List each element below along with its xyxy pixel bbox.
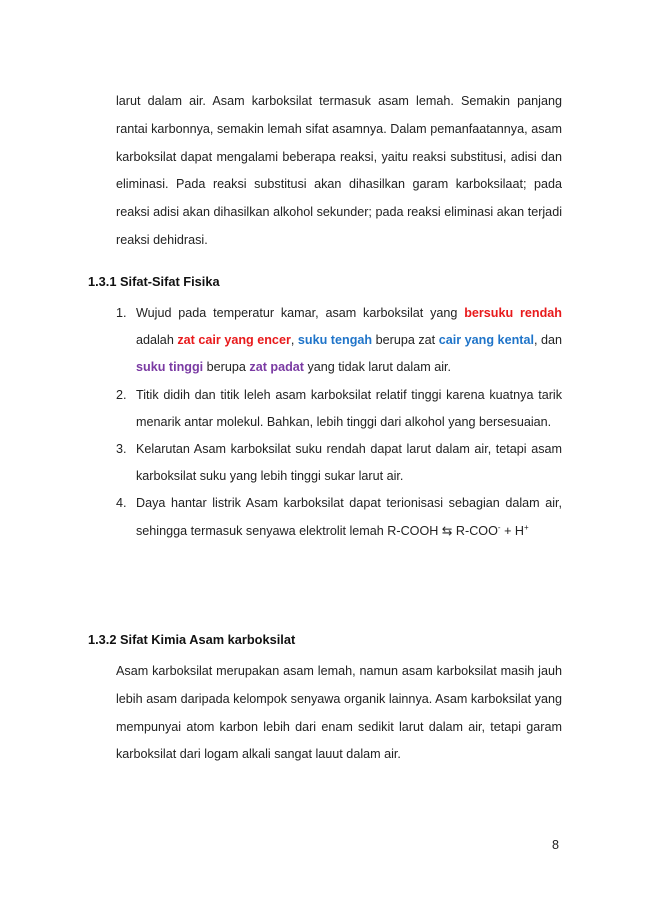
list-item: 2. Titik didih dan titik leleh asam karb… — [116, 382, 562, 436]
page-number: 8 — [552, 838, 560, 852]
item-text: Wujud pada temperatur kamar, asam karbok… — [136, 306, 465, 320]
highlight-blue: suku tengah — [297, 333, 373, 348]
highlight-blue: cair yang kental — [438, 333, 534, 348]
item-text: berupa zat — [372, 333, 439, 348]
section-heading-physical-properties: 1.3.1 Sifat-Sifat Fisika — [88, 274, 220, 289]
list-item-number: 1. — [116, 306, 127, 320]
item-text: Daya hantar listrik Asam karboksilat dap… — [136, 496, 562, 538]
intro-paragraph: larut dalam air. Asam karboksilat termas… — [116, 94, 562, 247]
list-item: 3. Kelarutan Asam karboksilat suku renda… — [116, 436, 562, 490]
item-text: adalah — [136, 333, 178, 348]
list-item-number: 2. — [116, 387, 127, 402]
highlight-red: zat cair yang encer — [177, 333, 291, 348]
highlight-purple: zat padat — [249, 360, 304, 375]
item-text: + H — [500, 523, 525, 538]
superscript-plus: + — [524, 522, 529, 532]
item-text: Kelarutan Asam karboksilat suku rendah d… — [136, 442, 562, 484]
item-text: , — [290, 333, 298, 348]
list-item-number: 4. — [116, 496, 127, 511]
highlight-purple: suku tinggi — [136, 360, 204, 375]
section-heading-chemical-properties: 1.3.2 Sifat Kimia Asam karboksilat — [88, 632, 296, 647]
superscript-minus: - — [497, 522, 501, 532]
item-text: Titik didih dan titik leleh asam karboks… — [136, 387, 562, 429]
item-text: berupa — [203, 360, 250, 375]
list-item: 4. Daya hantar listrik Asam karboksilat … — [116, 490, 562, 544]
chemical-properties-paragraph: Asam karboksilat merupakan asam lemah, n… — [116, 664, 562, 762]
list-item: 1. Wujud pada temperatur kamar, asam kar… — [116, 300, 562, 382]
physical-properties-list: 1. Wujud pada temperatur kamar, asam kar… — [116, 300, 562, 545]
item-text: yang tidak larut dalam air. — [303, 360, 451, 375]
item-text: , dan — [533, 333, 563, 348]
list-item-number: 3. — [116, 442, 127, 457]
highlight-red: bersuku rendah — [464, 306, 562, 320]
